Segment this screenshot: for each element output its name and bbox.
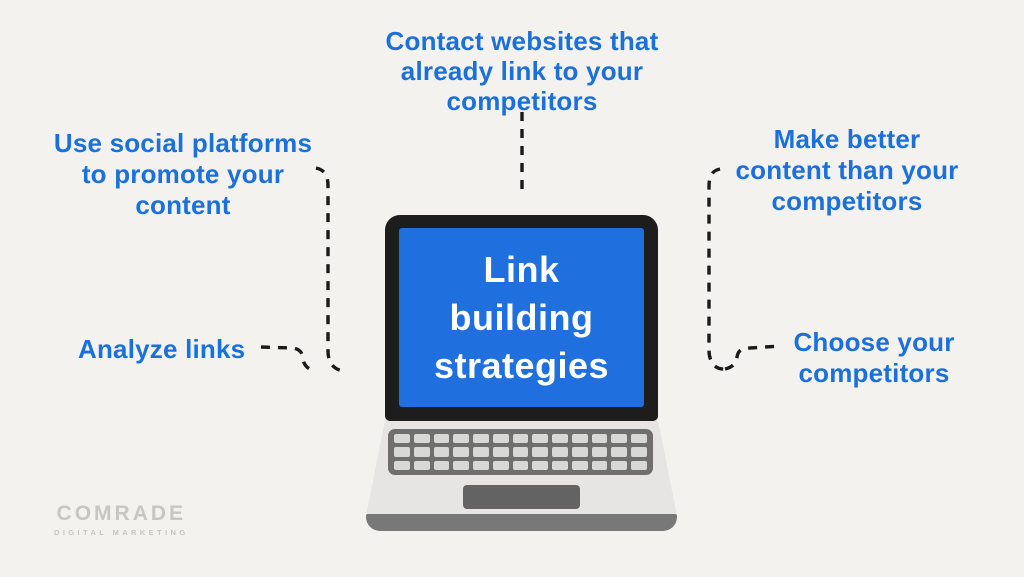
keyboard-key (591, 460, 608, 470)
callout-choose-competitors: Choose your competitors (793, 327, 955, 388)
keyboard-key (473, 460, 489, 470)
keyboard-key (394, 434, 410, 444)
callout-analyze-links: Analyze links (78, 334, 246, 364)
keyboard-key (611, 460, 628, 470)
keyboard-key (512, 460, 529, 470)
keyboard-key (631, 447, 647, 457)
keyboard-key (532, 434, 549, 444)
keyboard-key (571, 460, 588, 470)
keyboard-key (571, 434, 588, 444)
keyboard-key (631, 434, 647, 444)
keyboard-key (492, 434, 509, 444)
keyboard-key (552, 434, 568, 444)
keyboard-key (433, 434, 450, 444)
callout-use-social-platforms: Use social platforms to promote your con… (53, 128, 313, 220)
keyboard-key (413, 434, 430, 444)
keyboard-key (453, 460, 470, 470)
keyboard-key (453, 434, 470, 444)
keyboard-key (453, 447, 470, 457)
trackpad (463, 485, 580, 509)
keyboard-key (413, 460, 430, 470)
laptop-bottom-bar (366, 514, 677, 531)
keyboard-key (631, 460, 647, 470)
keyboard-key (532, 447, 549, 457)
keyboard-key (413, 447, 430, 457)
keyboard-key (492, 447, 509, 457)
keyboard-key (611, 434, 628, 444)
logo-name: COMRADE (56, 502, 187, 525)
callout-make-better-content: Make better content than your competitor… (735, 124, 959, 216)
keyboard-key (611, 447, 628, 457)
keyboard-key (512, 434, 529, 444)
keyboard-key (591, 434, 608, 444)
keyboard-key (512, 447, 529, 457)
logo-tagline: DIGITAL MARKETING (54, 528, 189, 537)
laptop-screen: Link building strategies (399, 228, 644, 407)
keyboard-key (394, 447, 410, 457)
keyboard-key (394, 460, 410, 470)
keyboard-key (492, 460, 509, 470)
connector-choose-competitors (724, 344, 781, 371)
keyboard-key (473, 447, 489, 457)
screen-title: Link building strategies (433, 248, 610, 386)
keyboard-key (552, 447, 568, 457)
keyboard-key (591, 447, 608, 457)
connector-analyze-links (260, 345, 317, 373)
keyboard-key (473, 434, 489, 444)
keyboard-key (552, 460, 568, 470)
callout-contact-websites: Contact websites that already link to yo… (385, 26, 659, 116)
keyboard-key (433, 447, 450, 457)
keyboard-key (433, 460, 450, 470)
keyboard-key (532, 460, 549, 470)
comrade-logo: COMRADE DIGITAL MARKETING (54, 502, 189, 538)
keyboard-key (571, 447, 588, 457)
keyboard (388, 429, 653, 475)
